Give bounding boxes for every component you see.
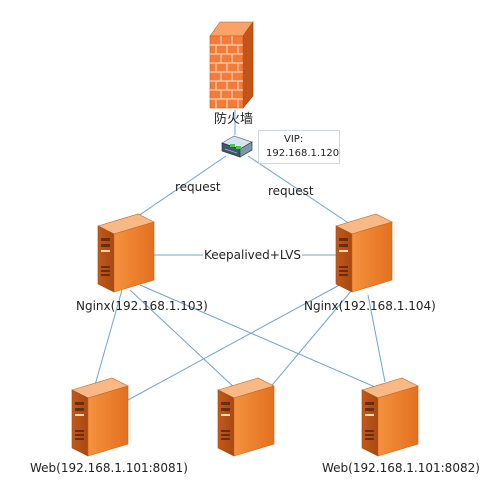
firewall-brick-wall-icon [209,21,254,109]
keepalived-lvs-label: Keepalived+LVS [203,248,303,262]
nginx-server-left-icon [97,213,155,293]
nginx-server-right-icon [335,213,393,293]
nginx-left-web-left-link [94,289,123,386]
web-server-middle-icon [217,377,275,457]
router-nginx-left-link [124,155,227,226]
web-left-label: Web(192.168.1.101:8081) [30,461,188,475]
web-server-left-icon [71,377,129,457]
vip-title: VIP: [284,134,304,145]
nginx-left-web-middle-link [129,289,238,391]
vip-callout: VIP: 192.168.1.120 [258,130,340,164]
request-label-left: request [175,180,221,194]
router-switch-icon [221,135,253,158]
web-server-right-icon [361,377,419,457]
nginx-right-label: Nginx(192.168.1.104) [304,299,436,313]
nginx-right-web-left-link [127,281,346,401]
connection-lines [94,110,386,401]
router-nginx-right-link [247,155,363,233]
firewall-label: 防火墙 [214,112,254,127]
web-right-label: Web(192.168.1.101:8082) [322,461,480,475]
vip-address: 192.168.1.120 [266,148,340,159]
nginx-left-label: Nginx(192.168.1.103) [76,299,208,313]
nginx-right-web-right-link [367,294,386,383]
nginx-left-web-right-link [139,284,383,391]
nginx-right-web-middle-link [267,289,353,391]
request-label-right: request [268,184,314,198]
